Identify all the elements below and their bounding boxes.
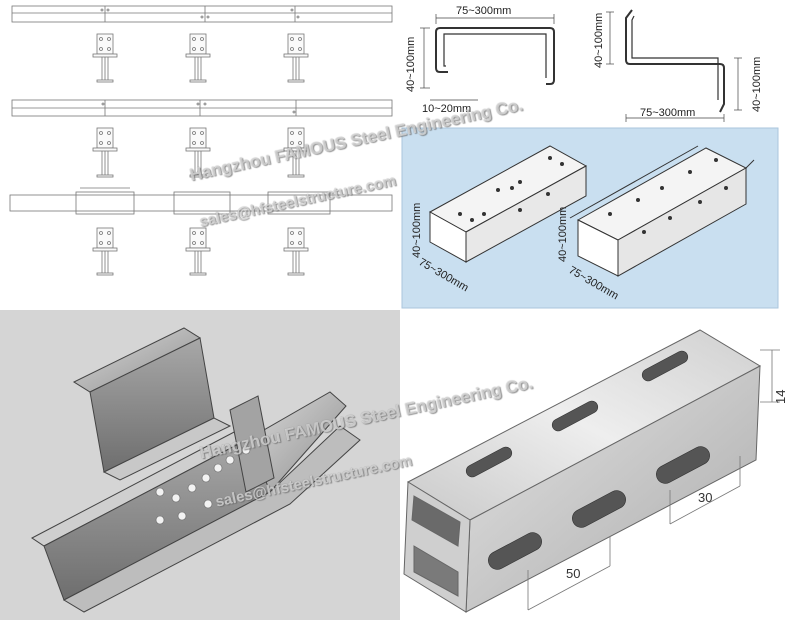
z-purlin-short-piece [72, 327, 232, 481]
perforated-c-holes [458, 156, 564, 222]
cleat-columns [92, 33, 309, 276]
cleat-3 [283, 33, 309, 83]
connection-drawing-panel [0, 0, 400, 310]
c-section-width-label: 75~300mm [456, 5, 511, 17]
cleat-1 [92, 33, 118, 83]
z-section-right-height-label: 40~100mm [751, 57, 763, 112]
z-section-left-height-label: 40~100mm [593, 13, 605, 68]
slotted-channel-render: 50 30 14 [403, 329, 788, 613]
perforated-u-holes [608, 158, 728, 234]
perforated-u-isometric [569, 145, 755, 277]
connection-drawings [9, 5, 393, 276]
z-section-profile [625, 9, 725, 113]
slotted-channel-slots [465, 350, 710, 570]
slotted-channel-render-panel: 50 30 14 [400, 310, 800, 620]
profile-section-panel: 75~300mm 40~100mm 10~20mm 40~100mm 40~10… [400, 0, 800, 310]
purlin-elevation-1 [11, 5, 393, 23]
perforated-c-isometric [428, 145, 588, 263]
z-purlin-render [31, 327, 361, 613]
slotted-channel-body [403, 329, 762, 613]
cleat-7 [92, 227, 118, 276]
c-section-dim-lines [420, 14, 555, 101]
cleat-6 [283, 127, 309, 178]
z-purlin-bolt-holes [155, 445, 251, 525]
z-section-dim-lines [606, 11, 742, 122]
z-purlin-render-panel [0, 310, 400, 620]
c-section-lip-label: 10~20mm [422, 103, 471, 115]
lip-height-label: 14 [773, 390, 788, 404]
purlin-elevation-3 [9, 187, 393, 215]
slotted-channel-dim-lines [527, 349, 780, 611]
cleat-8 [185, 227, 211, 276]
purlin-elevation-2 [11, 99, 393, 117]
cleat-2 [185, 33, 211, 83]
slot-pitch-label: 30 [698, 490, 712, 505]
slot-length-label: 50 [566, 566, 580, 581]
perforated-c-height-label: 40~100mm [411, 203, 423, 258]
z-section-width-label: 75~300mm [640, 107, 695, 119]
cleat-4 [92, 127, 118, 178]
cleat-5 [185, 127, 211, 178]
perforated-u-height-label: 40~100mm [557, 207, 569, 262]
c-section-profile [435, 27, 555, 85]
c-section-height-label: 40~100mm [405, 37, 417, 92]
profile-sections: 75~300mm 40~100mm 10~20mm 40~100mm 40~10… [401, 5, 779, 309]
cleat-9 [283, 227, 309, 276]
